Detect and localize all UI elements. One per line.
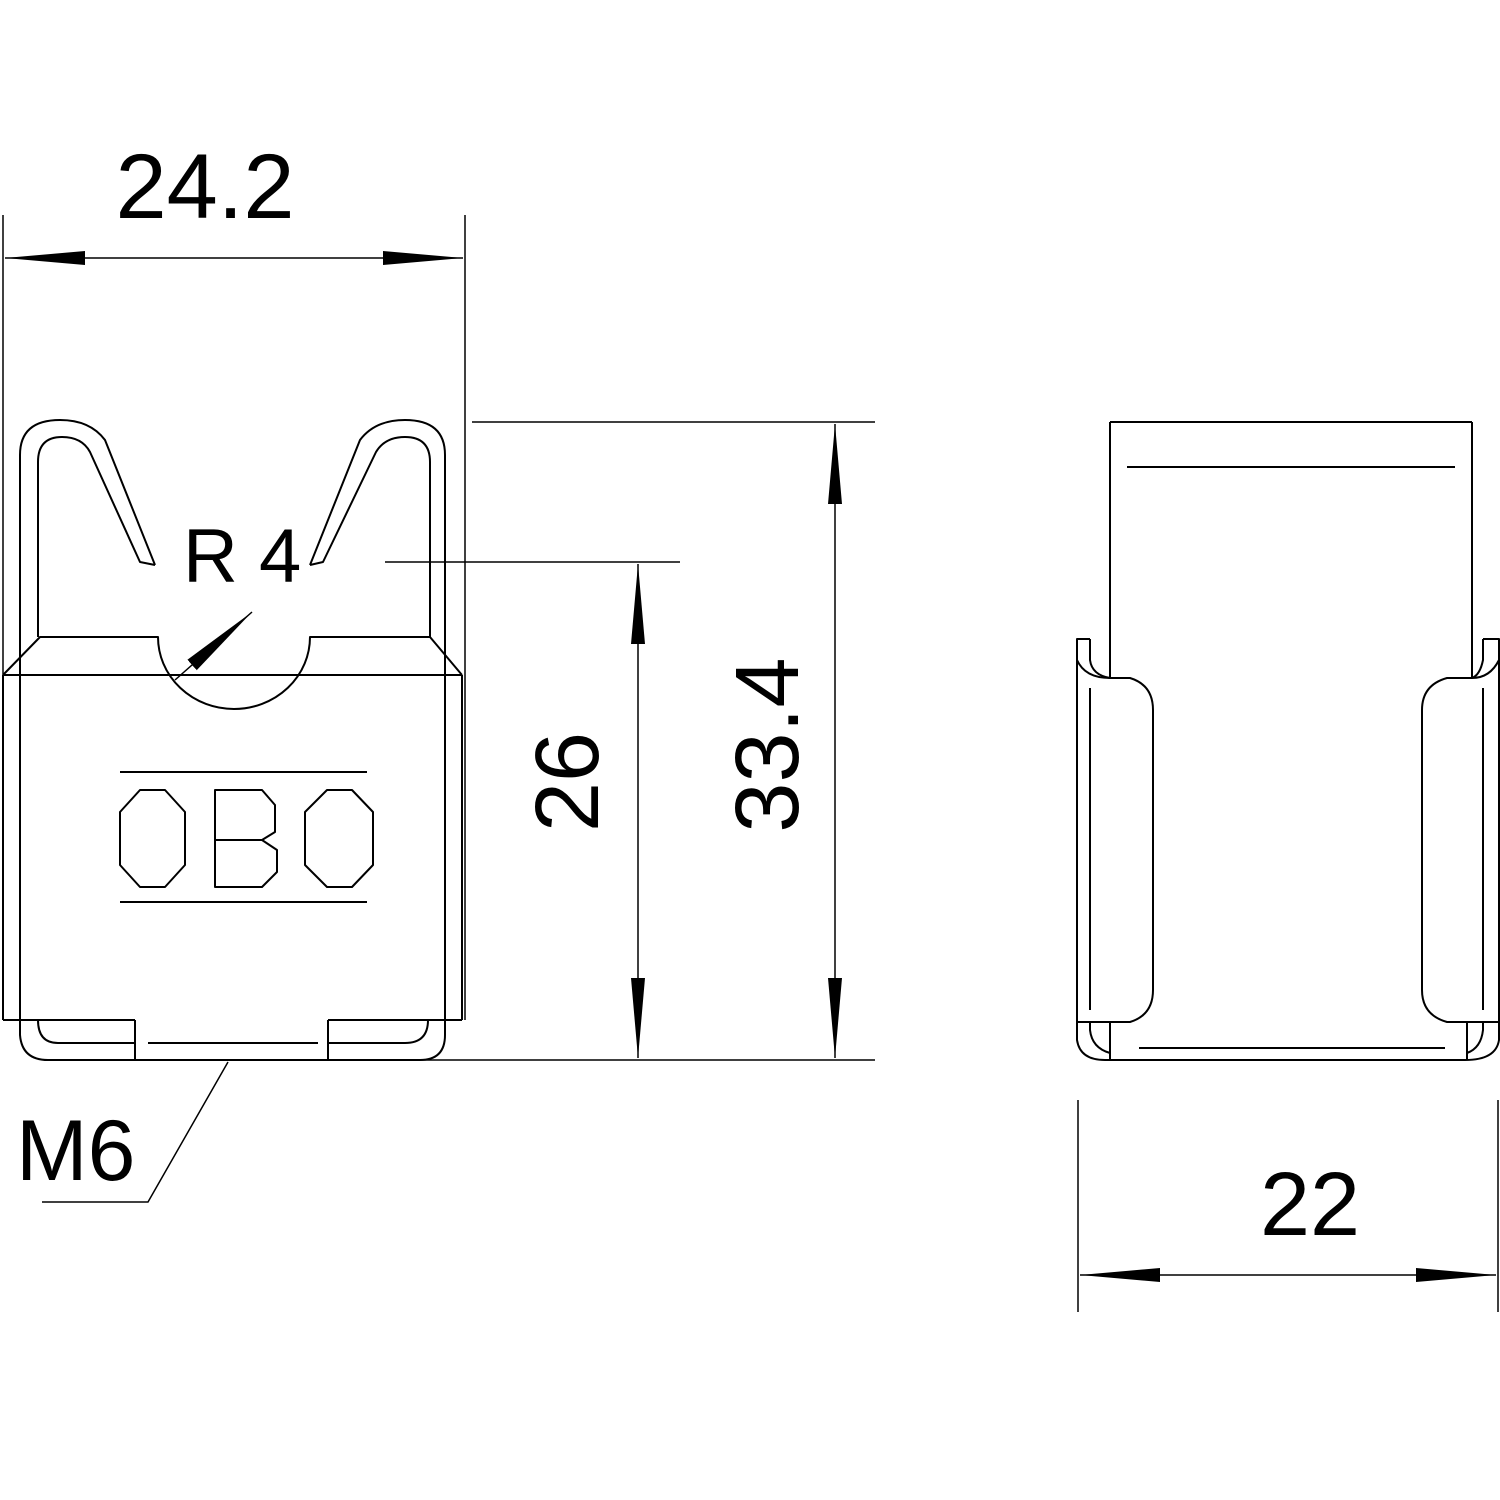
thread-label: M6 — [16, 1103, 135, 1199]
radius-annotation: R 4 — [174, 514, 301, 681]
dimension-height-26: 26 — [385, 561, 680, 1058]
obo-logo — [119, 771, 374, 903]
dimension-height-33-4: 33.4 — [420, 421, 875, 1061]
left-spring-arm — [19, 419, 156, 675]
clip-body — [2, 419, 463, 1061]
side-view: 22 — [1076, 421, 1500, 1312]
dimension-label: 22 — [1260, 1155, 1360, 1255]
thread-leader — [42, 1061, 229, 1203]
clip-base — [19, 1020, 446, 1061]
dimension-label: 33.4 — [718, 657, 818, 832]
side-outline — [1076, 638, 1500, 1061]
right-spring-arm — [309, 419, 446, 675]
logo-letter-o — [119, 789, 186, 888]
dimension-width-22: 22 — [1077, 1100, 1499, 1312]
right-pad — [1421, 659, 1500, 1023]
clip-top-edge-with-notch — [2, 636, 463, 710]
dimension-label: 24.2 — [115, 136, 294, 238]
dimension-width-24-2: 24.2 — [2, 136, 466, 1020]
logo-letter-o — [304, 789, 374, 888]
logo-letter-b — [214, 789, 278, 888]
radius-label: R 4 — [183, 514, 301, 599]
thread-annotation: M6 — [16, 1061, 229, 1203]
radius-leader — [174, 611, 253, 681]
dimension-label: 26 — [518, 732, 618, 832]
left-pad — [1076, 659, 1154, 1023]
front-view: 24.2 — [2, 136, 875, 1203]
